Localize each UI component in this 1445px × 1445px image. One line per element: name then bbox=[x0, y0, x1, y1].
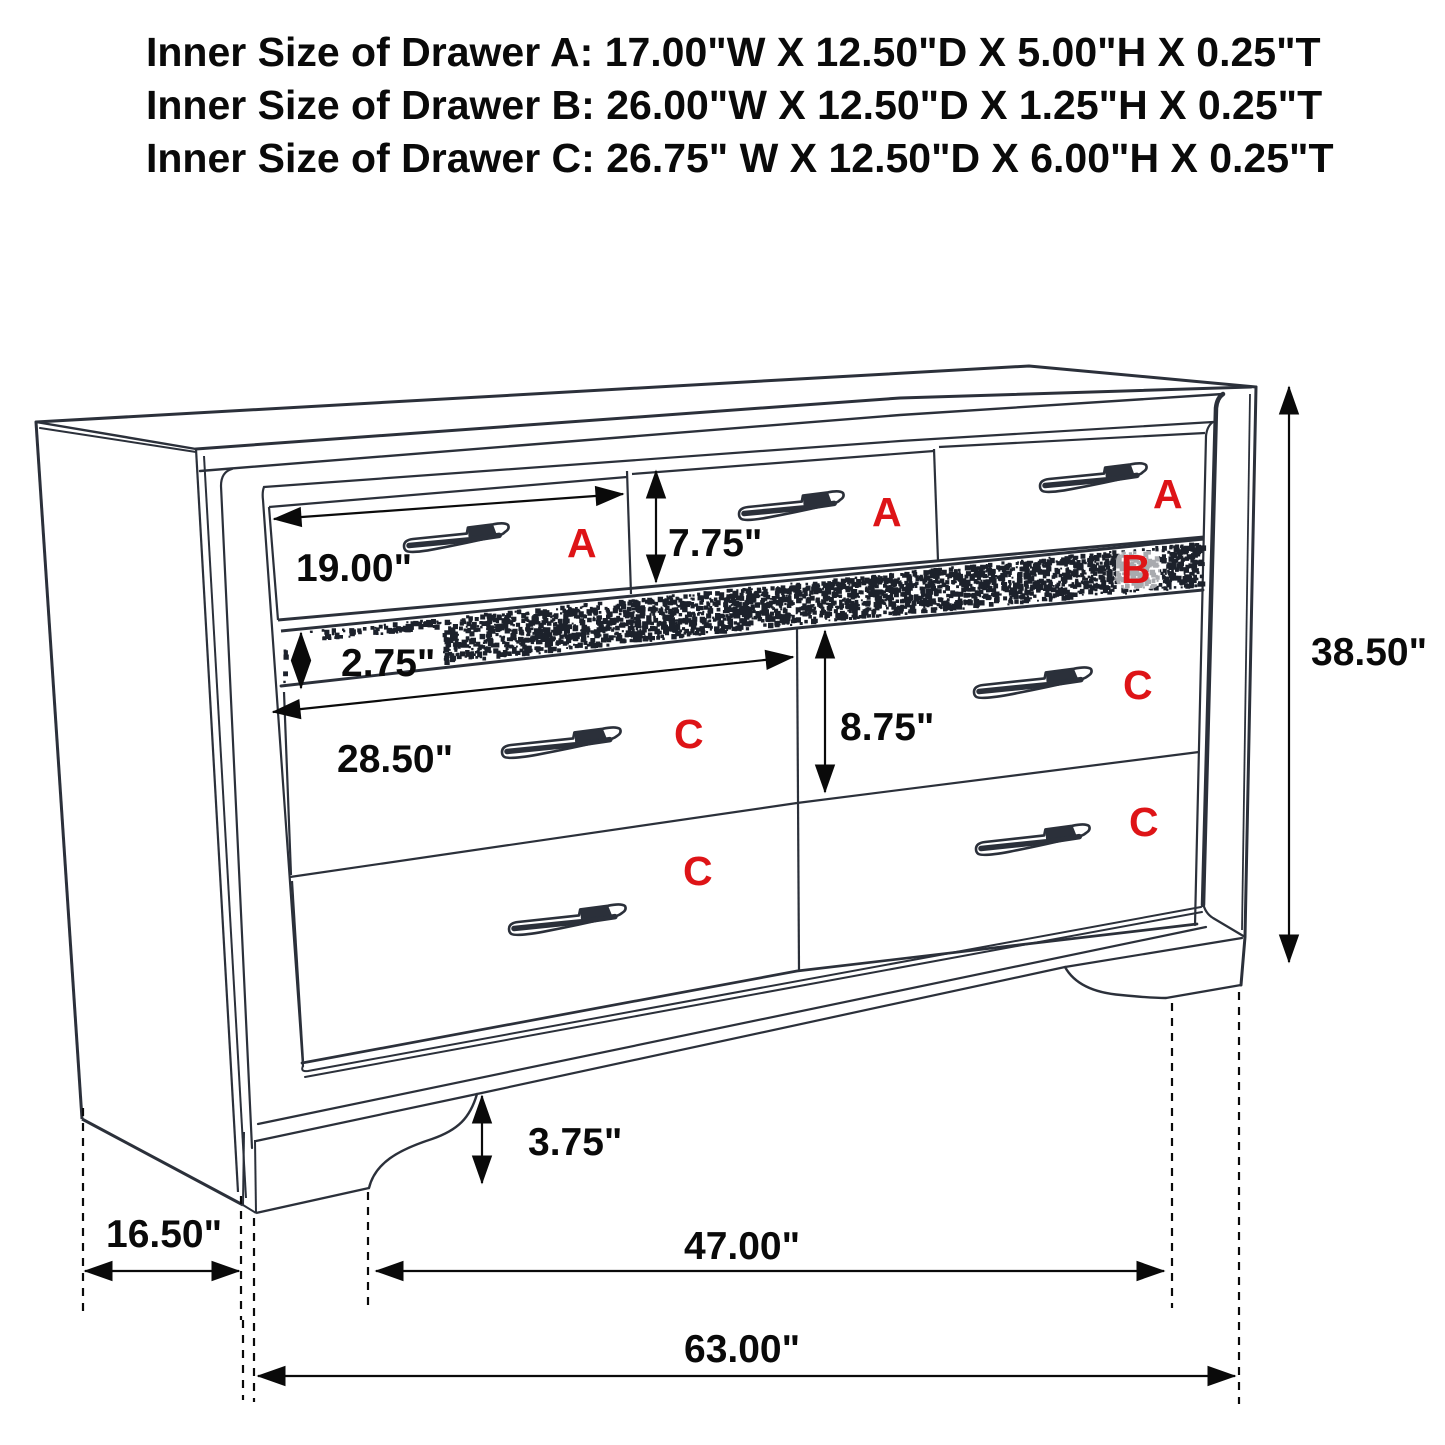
svg-text:B: B bbox=[1121, 546, 1151, 592]
svg-text:8.75": 8.75" bbox=[840, 706, 934, 749]
svg-text:A: A bbox=[872, 489, 902, 535]
svg-text:19.00": 19.00" bbox=[296, 547, 412, 590]
svg-text:16.50": 16.50" bbox=[106, 1213, 222, 1256]
svg-text:C: C bbox=[1123, 662, 1153, 708]
svg-text:47.00": 47.00" bbox=[684, 1225, 800, 1268]
svg-text:3.75": 3.75" bbox=[528, 1121, 622, 1164]
svg-text:28.50": 28.50" bbox=[337, 738, 453, 781]
svg-text:38.50": 38.50" bbox=[1311, 631, 1427, 674]
svg-text:A: A bbox=[1153, 471, 1183, 517]
svg-text:C: C bbox=[674, 711, 704, 757]
svg-text:Inner Size of Drawer C: 26.75": Inner Size of Drawer C: 26.75" W X 12.50… bbox=[146, 135, 1334, 181]
svg-text:C: C bbox=[683, 848, 713, 894]
svg-text:2.75": 2.75" bbox=[341, 642, 435, 685]
svg-text:63.00": 63.00" bbox=[684, 1328, 800, 1371]
svg-text:C: C bbox=[1129, 799, 1159, 845]
svg-text:Inner Size of Drawer B: 26.00": Inner Size of Drawer B: 26.00"W X 12.50"… bbox=[146, 82, 1322, 128]
svg-text:A: A bbox=[567, 520, 597, 566]
svg-text:Inner Size of Drawer A: 17.00": Inner Size of Drawer A: 17.00"W X 12.50"… bbox=[146, 29, 1321, 75]
svg-text:7.75": 7.75" bbox=[668, 522, 762, 565]
